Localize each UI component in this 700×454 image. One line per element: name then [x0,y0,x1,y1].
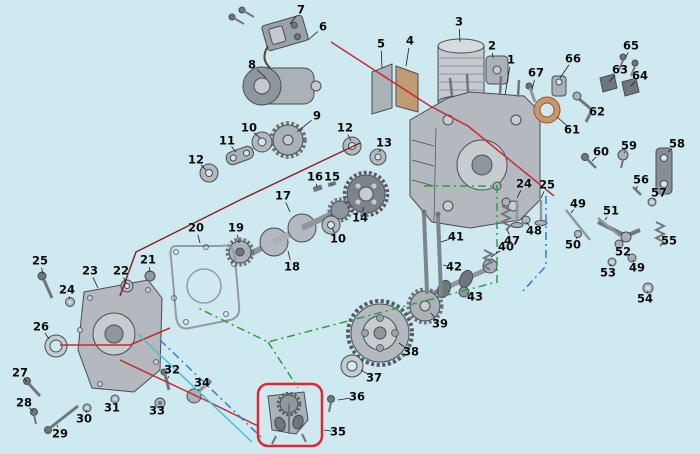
head-gasket [533,96,561,124]
regulator-wire [263,45,271,69]
oil-seal [44,334,68,358]
main-drive-gear [346,299,414,367]
bracket-bolt [581,153,597,169]
tappet-34 [186,379,212,404]
nut-33 [154,397,166,409]
governor-bolt [327,395,335,413]
steel-ball [458,286,470,298]
cover-bolt [37,271,54,299]
small-fasteners [574,230,654,294]
crankcase [409,73,541,229]
washer-31 [110,394,120,404]
rocker-arm [597,220,641,243]
starter-motor [242,66,322,106]
cover-washer [120,279,134,293]
crank-timing-gear [342,170,390,218]
governor-assembly [267,391,309,445]
pivot-pin [632,186,642,196]
plate-screws [228,6,255,25]
woodruff-key-b [327,180,337,188]
balancer-gear [269,121,307,159]
crank-bearing [321,215,341,235]
stud-bolt-27 [23,377,42,398]
rubber-pad-left [599,73,618,93]
return-spring [653,221,667,247]
banjo-fitting [617,149,629,169]
pin-washer [647,197,657,207]
ball-bearing [340,354,364,378]
decompression-lever [572,91,594,123]
filler-cap [144,270,156,282]
fuel-bracket [395,65,419,113]
rubber-pad-right [621,77,640,97]
pushrods [421,209,443,296]
link-rod-49 [565,209,591,241]
valve-lifter [492,181,502,191]
timing-cover [77,279,163,393]
rocker-bracket [655,147,673,195]
long-bolt-29 [44,404,79,434]
washer-30 [82,403,92,413]
cover-bolts [618,53,639,77]
idler-gear [225,237,255,267]
stud-32 [160,368,171,391]
mounting-bracket [371,63,393,115]
cover-gasket [169,244,241,330]
screw-28 [30,408,38,425]
bolt-washer [65,297,75,307]
support-bracket [551,75,567,97]
link-rod-51 [597,217,621,237]
regulator-plate [261,14,309,52]
woodruff-key-a [312,184,323,193]
crankpin-link [225,145,255,166]
piston [485,55,509,85]
